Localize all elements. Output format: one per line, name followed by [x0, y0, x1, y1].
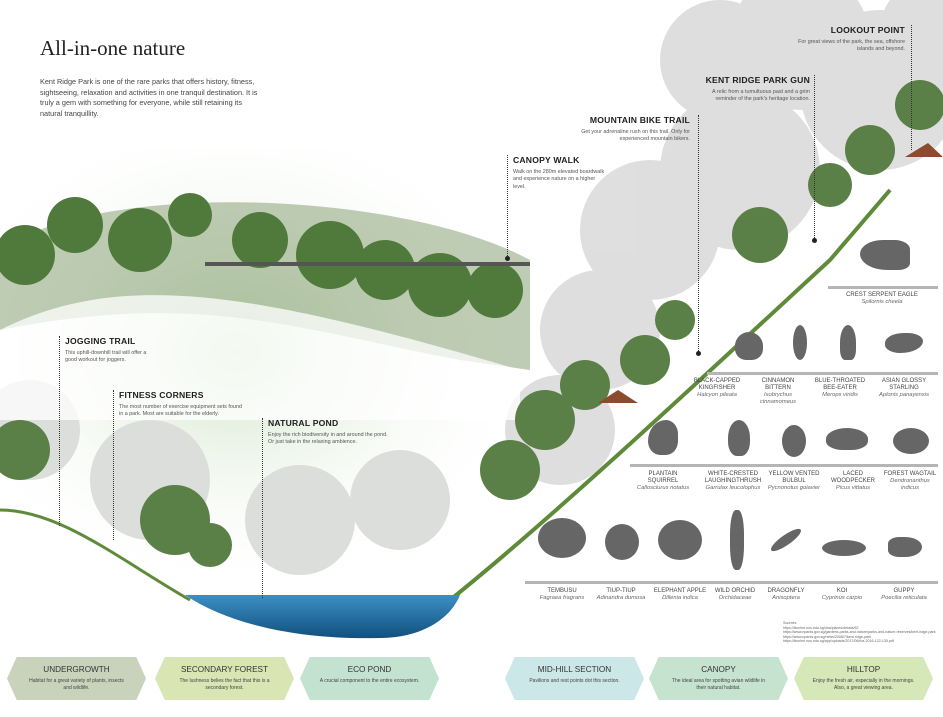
upper-forest — [0, 193, 530, 370]
callout-jogging-trail: JOGGING TRAIL This uphill-downhill trail… — [65, 336, 155, 365]
callout-natural-pond: NATURAL POND Enjoy the rich biodiversity… — [268, 418, 393, 447]
callout-title: JOGGING TRAIL — [65, 336, 136, 346]
squirrel-silhouette-icon — [648, 420, 678, 455]
callout-desc: Enjoy the rich biodiversity in and aroun… — [268, 432, 388, 446]
species-shelf — [630, 464, 938, 467]
koi-icon — [822, 540, 866, 556]
callout-title: CANOPY WALK — [513, 155, 580, 165]
species-shelf — [525, 581, 938, 584]
laughingthrush-silhouette-icon — [728, 420, 750, 456]
bulbul-silhouette-icon — [782, 425, 806, 457]
callout-desc: For great views of the park, the sea, of… — [798, 39, 905, 53]
starling-silhouette-icon — [885, 333, 923, 353]
callout-line — [507, 155, 508, 258]
callout-title: NATURAL POND — [268, 418, 339, 428]
woodpecker-silhouette-icon — [826, 428, 868, 450]
eagle-silhouette-icon — [860, 240, 910, 270]
callout-mountain-bike-trail: MOUNTAIN BIKE TRAIL Get your adrenaline … — [575, 115, 690, 144]
tembusu-tree-icon — [538, 518, 586, 558]
callout-line — [814, 75, 815, 240]
callout-line — [59, 336, 60, 526]
kingfisher-silhouette-icon — [735, 332, 763, 360]
callout-dot — [505, 256, 510, 261]
source-link[interactable]: https://lkcnhm.nus.edu.sg/dna/places/det… — [783, 625, 859, 630]
callout-line — [911, 25, 912, 150]
callout-fitness-corners: FITNESS CORNERS The most number of exerc… — [119, 390, 244, 419]
callout-line — [698, 115, 699, 353]
callout-park-gun: KENT RIDGE PARK GUN A relic from a tumul… — [690, 75, 810, 104]
callout-dot — [812, 238, 817, 243]
source-link[interactable]: https://lkcnhm.nus.edu.sg/app/uploads/20… — [783, 639, 894, 644]
bittern-silhouette-icon — [793, 325, 807, 360]
callout-lookout-point: LOOKOUT POINT For great views of the par… — [780, 25, 905, 54]
sources: Sources: https://lkcnhm.nus.edu.sg/dna/p… — [783, 621, 941, 644]
orchid-icon — [730, 510, 744, 570]
guppy-icon — [888, 537, 922, 557]
callout-title: KENT RIDGE PARK GUN — [705, 75, 810, 85]
callout-desc: The most number of exercise equipment se… — [119, 404, 242, 418]
wagtail-silhouette-icon — [893, 428, 929, 454]
callout-desc: This uphill-downhill trail will offer a … — [65, 350, 147, 364]
species-shelf — [828, 286, 938, 289]
source-link[interactable]: https://www.nparks.gov.sg/gardens-parks-… — [783, 630, 936, 635]
callout-desc: A relic from a tumultuous past and a gri… — [712, 89, 810, 103]
tiup-tiup-tree-icon — [605, 524, 639, 560]
bee-eater-silhouette-icon — [840, 325, 856, 360]
callout-line — [113, 390, 114, 540]
elephant-apple-tree-icon — [658, 520, 702, 560]
source-link[interactable]: https://www.nparks.gov.sg/news/2008/7/ke… — [783, 634, 872, 639]
callout-desc: Get your adrenaline rush on this trail. … — [581, 129, 690, 143]
intro-text: Kent Ridge Park is one of the rare parks… — [40, 77, 258, 118]
callout-title: MOUNTAIN BIKE TRAIL — [589, 115, 690, 125]
callout-line — [262, 418, 263, 598]
callout-canopy-walk: CANOPY WALK Walk on the 280m elevated bo… — [513, 155, 608, 191]
callout-title: FITNESS CORNERS — [119, 390, 204, 400]
page-title: All-in-one nature — [40, 36, 186, 60]
callout-desc: Walk on the 280m elevated boardwalk and … — [513, 169, 605, 190]
callout-title: LOOKOUT POINT — [830, 25, 905, 35]
callout-dot — [696, 351, 701, 356]
lower-forest — [0, 80, 943, 567]
species-shelf — [707, 372, 938, 375]
pond — [185, 595, 460, 639]
